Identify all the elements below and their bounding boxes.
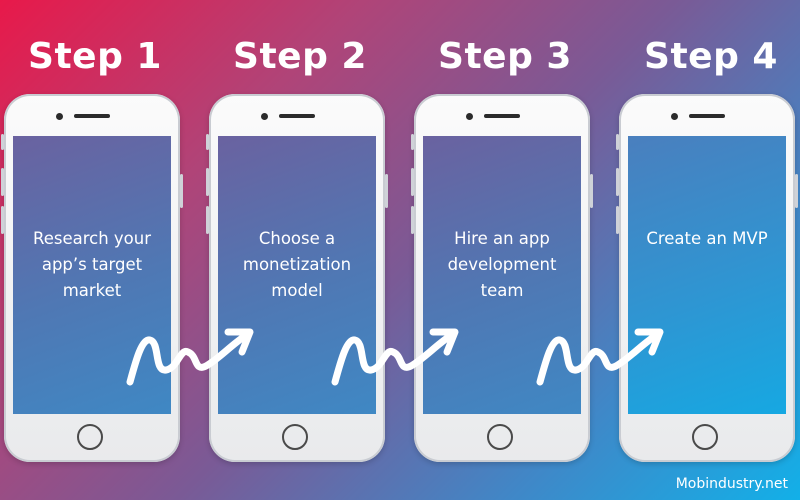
phone-side-button (206, 134, 209, 150)
phone-side-button (590, 174, 593, 208)
speaker-icon (484, 114, 520, 118)
step-1-description: Research your app’s target market (32, 229, 152, 300)
camera-icon (56, 113, 63, 120)
phone-side-button (206, 168, 209, 196)
phone-side-button (411, 134, 414, 150)
phone-step-3: Hire an app development team (411, 94, 593, 462)
phone-side-button (411, 168, 414, 196)
speaker-icon (689, 114, 725, 118)
phone-side-button (206, 206, 209, 234)
home-button-icon (692, 424, 718, 450)
wavy-arrow-icon (536, 328, 664, 386)
phone-side-button (616, 134, 619, 150)
step-4-title: Step 4 (644, 36, 778, 77)
phone-side-button (385, 174, 388, 208)
wavy-arrow-icon (331, 328, 459, 386)
phone-screen: Create an MVP (628, 136, 786, 414)
camera-icon (671, 113, 678, 120)
speaker-icon (279, 114, 315, 118)
wavy-arrow-icon (126, 328, 254, 386)
phone-side-button (795, 174, 798, 208)
phone-step-2: Choose a monetization model (206, 94, 388, 462)
phone-screen: Research your app’s target market (13, 136, 171, 414)
step-3-description: Hire an app development team (447, 229, 557, 300)
camera-icon (261, 113, 268, 120)
brand-footer: Mobindustry.net (675, 476, 788, 492)
phone-step-1: Research your app’s target market (1, 94, 183, 462)
phone-side-button (616, 168, 619, 196)
home-button-icon (487, 424, 513, 450)
step-1-title: Step 1 (28, 36, 162, 77)
phone-step-4: Create an MVP (616, 94, 798, 462)
home-button-icon (77, 424, 103, 450)
step-2-description: Choose a monetization model (242, 229, 352, 300)
home-button-icon (282, 424, 308, 450)
camera-icon (466, 113, 473, 120)
step-4-description: Create an MVP (646, 229, 768, 248)
phone-side-button (1, 134, 4, 150)
phone-screen: Hire an app development team (423, 136, 581, 414)
phone-side-button (1, 206, 4, 234)
step-3-title: Step 3 (438, 36, 572, 77)
phone-screen: Choose a monetization model (218, 136, 376, 414)
phone-side-button (180, 174, 183, 208)
phone-side-button (1, 168, 4, 196)
speaker-icon (74, 114, 110, 118)
step-2-title: Step 2 (233, 36, 367, 77)
phone-side-button (411, 206, 414, 234)
phone-side-button (616, 206, 619, 234)
